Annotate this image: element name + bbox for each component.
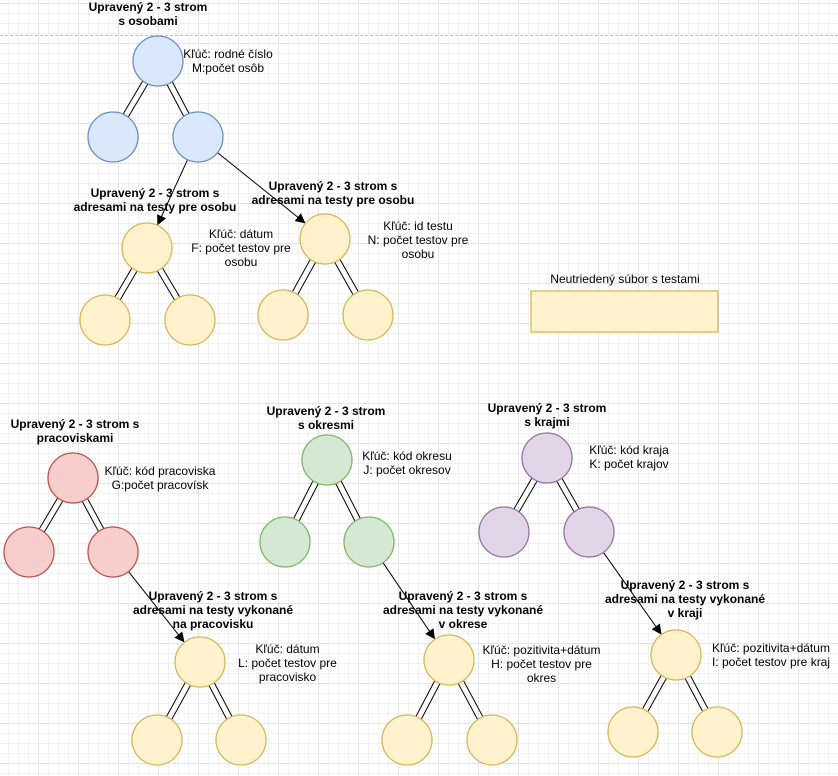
tests-region-tree-note: Kľúč: pozitivita+dátum I: počet testov p… xyxy=(711,641,831,669)
regions-tree-note: Kľúč: kód kraja K: počet krajov xyxy=(589,443,669,471)
regions-child-node-1[interactable] xyxy=(478,506,530,558)
tests-district-edge-1 xyxy=(420,683,441,720)
tests-region-edge-2 xyxy=(689,675,709,709)
tests-workplace-child-node-1[interactable] xyxy=(131,714,183,766)
workplaces-tree-title: Upravený 2 - 3 strom s pracoviskami xyxy=(10,417,140,445)
tests-by-id-edge-1 xyxy=(292,259,311,292)
tests-region-tree-title: Upravený 2 - 3 strom s adresami na testy… xyxy=(604,578,766,620)
workplaces-edge-1 xyxy=(38,497,59,530)
unsorted-file-box[interactable] xyxy=(530,290,719,333)
tests-by-id-edge-2 xyxy=(334,261,354,295)
workplaces-tree-note: Kľúč: kód pracoviska G:počet pracovísk xyxy=(104,464,216,492)
tests-district-child-node-1[interactable] xyxy=(381,714,433,766)
tests-by-date-edge-2 xyxy=(161,267,181,298)
districts-edge-1 xyxy=(298,483,319,522)
regions-root-node[interactable] xyxy=(521,432,573,484)
tests-region-root-node[interactable] xyxy=(650,629,702,681)
tests-by-id-edge-2 xyxy=(339,259,359,293)
tests-workplace-edge-1 xyxy=(171,685,191,720)
tests-by-date-root-node[interactable] xyxy=(121,222,173,274)
tests-by-date-child-node-1[interactable] xyxy=(79,294,131,346)
districts-edge-2 xyxy=(335,483,356,522)
regions-edge-1 xyxy=(513,477,533,510)
tests-by-date-edge-2 xyxy=(156,270,176,301)
tests-district-tree-note: Kľúč: pozitivita+dátum H: počet testov p… xyxy=(482,643,601,685)
tests-by-id-root-node[interactable] xyxy=(299,213,351,265)
regions-child-node-2[interactable] xyxy=(563,506,615,558)
tests-by-id-child-node-1[interactable] xyxy=(257,289,309,341)
tests-region-edge-1 xyxy=(647,678,667,712)
tests-by-date-tree-title: Upravený 2 - 3 strom s adresami na testy… xyxy=(73,186,237,214)
tree-nodes xyxy=(3,35,743,766)
tree-arrows xyxy=(128,152,662,643)
persons-edge-2 xyxy=(171,81,190,114)
tests-district-root-node[interactable] xyxy=(423,634,475,686)
persons-root-node[interactable] xyxy=(132,35,184,87)
tests-by-id-child-node-2[interactable] xyxy=(342,289,394,341)
workplaces-child-node-2[interactable] xyxy=(87,526,139,578)
districts-tree-note: Kľúč: kód okresu J: počet okresov xyxy=(362,449,452,477)
arrow-districts-to-tests xyxy=(382,562,435,640)
districts-tree-title: Upravený 2 - 3 strom s okresmi xyxy=(266,404,386,432)
tree-edges xyxy=(38,80,709,720)
tests-region-edge-2 xyxy=(684,678,704,712)
tests-workplace-root-node[interactable] xyxy=(174,636,226,688)
persons-tree-note: Kľúč: rodné číslo M:počet osôb xyxy=(183,47,273,75)
tests-by-date-edge-1 xyxy=(114,267,133,298)
tests-district-edge-2 xyxy=(457,683,478,720)
workplaces-root-node[interactable] xyxy=(47,452,99,504)
tests-workplace-tree-title: Upravený 2 - 3 strom s adresami na testy… xyxy=(132,589,294,631)
tests-by-date-child-node-2[interactable] xyxy=(164,294,216,346)
workplaces-edge-1 xyxy=(43,500,64,533)
districts-edge-2 xyxy=(340,480,361,519)
unsorted-file-label: Neutriedený súbor s testami xyxy=(550,272,700,286)
persons-child-node-2[interactable] xyxy=(172,111,224,163)
tests-region-child-node-1[interactable] xyxy=(607,706,659,758)
workplaces-child-node-1[interactable] xyxy=(3,526,55,578)
districts-root-node[interactable] xyxy=(301,434,353,486)
arrow-persons-to-tests-by-date xyxy=(157,159,189,226)
regions-tree-title: Upravený 2 - 3 strom s krajmi xyxy=(487,401,607,429)
tests-workplace-child-node-2[interactable] xyxy=(215,714,267,766)
arrow-regions-to-tests xyxy=(603,552,662,635)
tests-district-edge-2 xyxy=(463,680,484,717)
tests-by-id-tree-title: Upravený 2 - 3 strom s adresami na testy… xyxy=(251,179,415,207)
districts-edge-1 xyxy=(293,480,314,519)
tests-workplace-edge-2 xyxy=(213,682,233,717)
tests-district-edge-1 xyxy=(415,680,436,717)
tests-workplace-edge-1 xyxy=(166,682,186,717)
regions-edge-2 xyxy=(561,478,580,510)
tests-district-tree-title: Upravený 2 - 3 strom s adresami na testy… xyxy=(382,589,544,631)
persons-edge-1 xyxy=(127,83,149,118)
persons-edge-2 xyxy=(166,84,185,117)
districts-child-node-2[interactable] xyxy=(343,516,395,568)
persons-tree-title: Upravený 2 - 3 strom s osobami xyxy=(88,0,208,28)
page-break-line xyxy=(0,35,838,36)
workplaces-edge-2 xyxy=(87,498,105,529)
tests-workplace-edge-2 xyxy=(208,685,228,720)
tests-workplace-tree-note: Kľúč: dátum L: počet testov pre pracovis… xyxy=(238,642,337,684)
tests-by-date-edge-1 xyxy=(119,270,138,301)
persons-edge-1 xyxy=(122,80,144,115)
arrow-workplaces-to-tests xyxy=(128,571,185,643)
regions-edge-1 xyxy=(518,480,538,513)
tests-region-edge-1 xyxy=(642,675,662,709)
tests-district-child-node-2[interactable] xyxy=(466,714,518,766)
tests-by-date-tree-note: Kľúč: dátum F: počet testov pre osobu xyxy=(191,227,291,269)
regions-edge-2 xyxy=(556,480,575,512)
arrow-persons-to-tests-by-id xyxy=(217,152,306,224)
tests-by-id-edge-1 xyxy=(297,262,316,295)
tests-region-child-node-2[interactable] xyxy=(691,706,743,758)
districts-child-node-1[interactable] xyxy=(259,516,311,568)
workplaces-edge-2 xyxy=(81,501,99,532)
persons-child-node-1[interactable] xyxy=(87,111,139,163)
tests-by-id-tree-note: Kľúč: id testu N: počet testov pre osobu xyxy=(367,219,469,261)
